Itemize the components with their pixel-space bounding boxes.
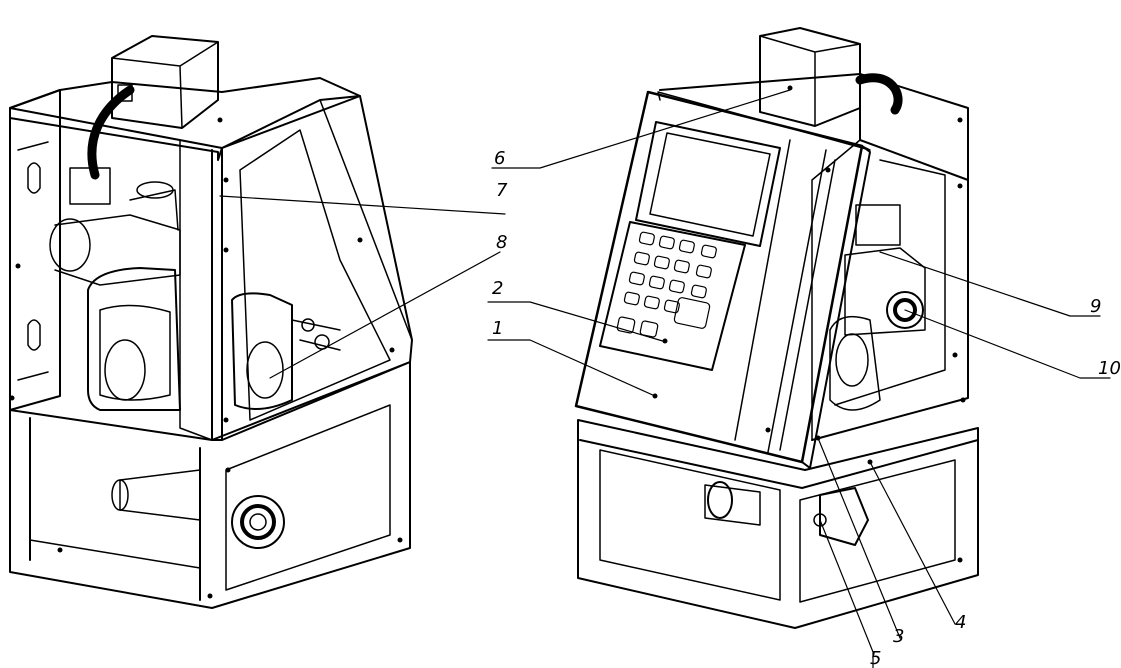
left-base xyxy=(9,361,411,609)
left-valve xyxy=(49,167,181,286)
left-bolts xyxy=(9,117,403,599)
callout-5: 5 xyxy=(870,648,881,668)
left-unit xyxy=(9,35,413,609)
right-base xyxy=(577,419,979,629)
callout-4: 4 xyxy=(955,612,966,633)
callout-1: 1 xyxy=(492,318,503,339)
right-keypad xyxy=(599,221,746,371)
left-junction-box xyxy=(111,35,219,129)
right-front-cover xyxy=(574,90,871,469)
right-display xyxy=(635,121,781,247)
right-bolts xyxy=(652,85,966,563)
callout-labels: 6 7 8 2 1 9 10 5 3 4 xyxy=(492,148,1121,668)
right-unit xyxy=(574,27,979,629)
callout-3: 3 xyxy=(893,626,904,647)
left-side-panel xyxy=(9,89,61,411)
callout-10: 10 xyxy=(1098,358,1121,379)
callout-7: 7 xyxy=(496,180,508,201)
callout-9: 9 xyxy=(1090,296,1101,317)
callout-6: 6 xyxy=(494,148,505,169)
left-pump xyxy=(87,267,341,411)
callout-leaders xyxy=(219,89,1111,668)
left-cable xyxy=(87,84,135,180)
callout-8: 8 xyxy=(496,232,507,253)
callout-2: 2 xyxy=(492,278,503,299)
